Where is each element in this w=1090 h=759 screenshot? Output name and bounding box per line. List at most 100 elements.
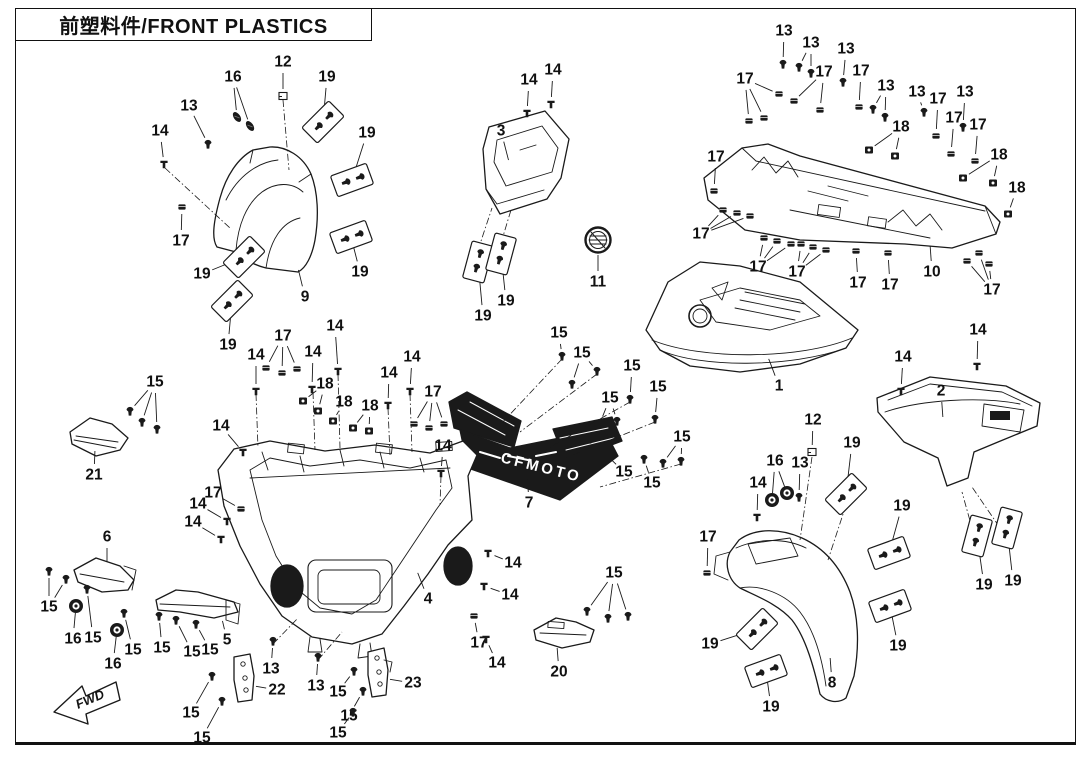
pin-icon [484, 549, 492, 558]
callout-label: 15 [153, 640, 171, 657]
leader-line [233, 87, 237, 111]
callout-label: 15 [201, 642, 219, 659]
leader-line [843, 59, 846, 76]
callout-label: 13 [877, 78, 895, 95]
part-10-support-panel [703, 143, 1001, 249]
leader-line [962, 102, 965, 121]
callout-label: 15 [146, 374, 164, 391]
callout-label: 18 [316, 376, 334, 393]
callout-label: 15 [605, 565, 623, 582]
callout-label: 15 [193, 730, 211, 747]
leader-line [975, 135, 978, 155]
callout-label: 19 [219, 337, 237, 354]
part-23-mount-bracket [367, 647, 393, 698]
plate-icon [744, 654, 787, 688]
callout-label: 15 [573, 345, 591, 362]
screw-icon [120, 608, 128, 618]
leader-line [876, 95, 881, 104]
screw-icon [138, 417, 146, 427]
callout-label: 21 [85, 467, 103, 484]
callout-label: 14 [749, 475, 767, 492]
clip-icon [975, 250, 983, 256]
screw-icon [172, 615, 180, 625]
grommet-icon [780, 486, 794, 500]
callout-label: 17 [815, 64, 832, 81]
leader-line [1009, 198, 1014, 208]
nut-icon [1004, 210, 1012, 218]
leader-line [441, 456, 443, 467]
clip-icon [773, 238, 781, 244]
pin-icon [547, 100, 555, 109]
plug-icon [243, 119, 257, 133]
screw-icon [126, 406, 134, 416]
clip-icon [855, 104, 863, 110]
leader-line [134, 390, 149, 406]
callout-label: 13 [180, 98, 198, 115]
leader-line [655, 397, 658, 413]
callout-label: 19 [975, 577, 993, 594]
clip-icon [822, 247, 830, 253]
plate-icon [211, 280, 253, 322]
callout-label: 15 [615, 464, 633, 481]
clip-icon [760, 235, 768, 241]
smallclip-icon [807, 447, 817, 457]
part-2-right-side-panel [876, 376, 1041, 487]
leader-line [666, 445, 676, 458]
clip-icon [470, 613, 478, 619]
clip-icon [971, 158, 979, 164]
screw-icon [839, 77, 847, 87]
leader-line [335, 336, 338, 365]
callout-label: 17 [736, 71, 753, 88]
callout-label: 19 [893, 498, 911, 515]
nut-icon [959, 174, 967, 182]
callout-label: 15 [550, 325, 568, 342]
leader-line [929, 245, 932, 262]
callout-label: 9 [301, 289, 310, 306]
callout-label: 5 [223, 632, 232, 649]
callout-label: 18 [990, 147, 1008, 164]
leader-line [968, 160, 990, 175]
callout-label: 15 [601, 390, 619, 407]
pin-icon [480, 582, 488, 591]
callout-label: 17 [788, 264, 805, 281]
callout-label: 19 [762, 699, 780, 716]
clip-icon [440, 421, 448, 427]
screw-icon [651, 414, 659, 424]
plate-icon [329, 220, 372, 254]
leader-line [602, 408, 607, 417]
callout-label: 13 [791, 455, 809, 472]
leader-line [316, 663, 318, 676]
callout-label: 17 [204, 485, 221, 502]
leader-line [236, 87, 249, 120]
pin-icon [973, 362, 981, 371]
callout-label: 4 [424, 591, 433, 608]
callout-label: 14 [969, 322, 987, 339]
pin-icon [160, 160, 168, 169]
leader-line [503, 141, 509, 161]
plate-icon [736, 608, 778, 650]
callout-label: 18 [335, 394, 353, 411]
nut-icon [989, 179, 997, 187]
leader-line [308, 390, 317, 398]
leader-line [874, 133, 893, 147]
screw-icon [795, 62, 803, 72]
leader-line [798, 250, 801, 262]
callout-label: 14 [544, 62, 562, 79]
screw-icon [350, 666, 358, 676]
screw-icon [583, 606, 591, 616]
grommet-icon [110, 623, 124, 637]
clip-icon [293, 366, 301, 372]
leader-line [125, 619, 131, 640]
callout-label: 17 [692, 226, 709, 243]
callout-label: 19 [843, 435, 861, 452]
leader-line [713, 167, 716, 185]
screw-icon [795, 492, 803, 502]
leader-line [155, 392, 158, 423]
callout-label: 1 [775, 378, 784, 395]
part-5-lower-bracket [155, 589, 241, 625]
callout-label: 17 [983, 282, 1000, 299]
page-title-box: 前塑料件/FRONT PLASTICS [15, 8, 372, 41]
leader-line [550, 80, 553, 98]
leader-line [202, 527, 216, 536]
